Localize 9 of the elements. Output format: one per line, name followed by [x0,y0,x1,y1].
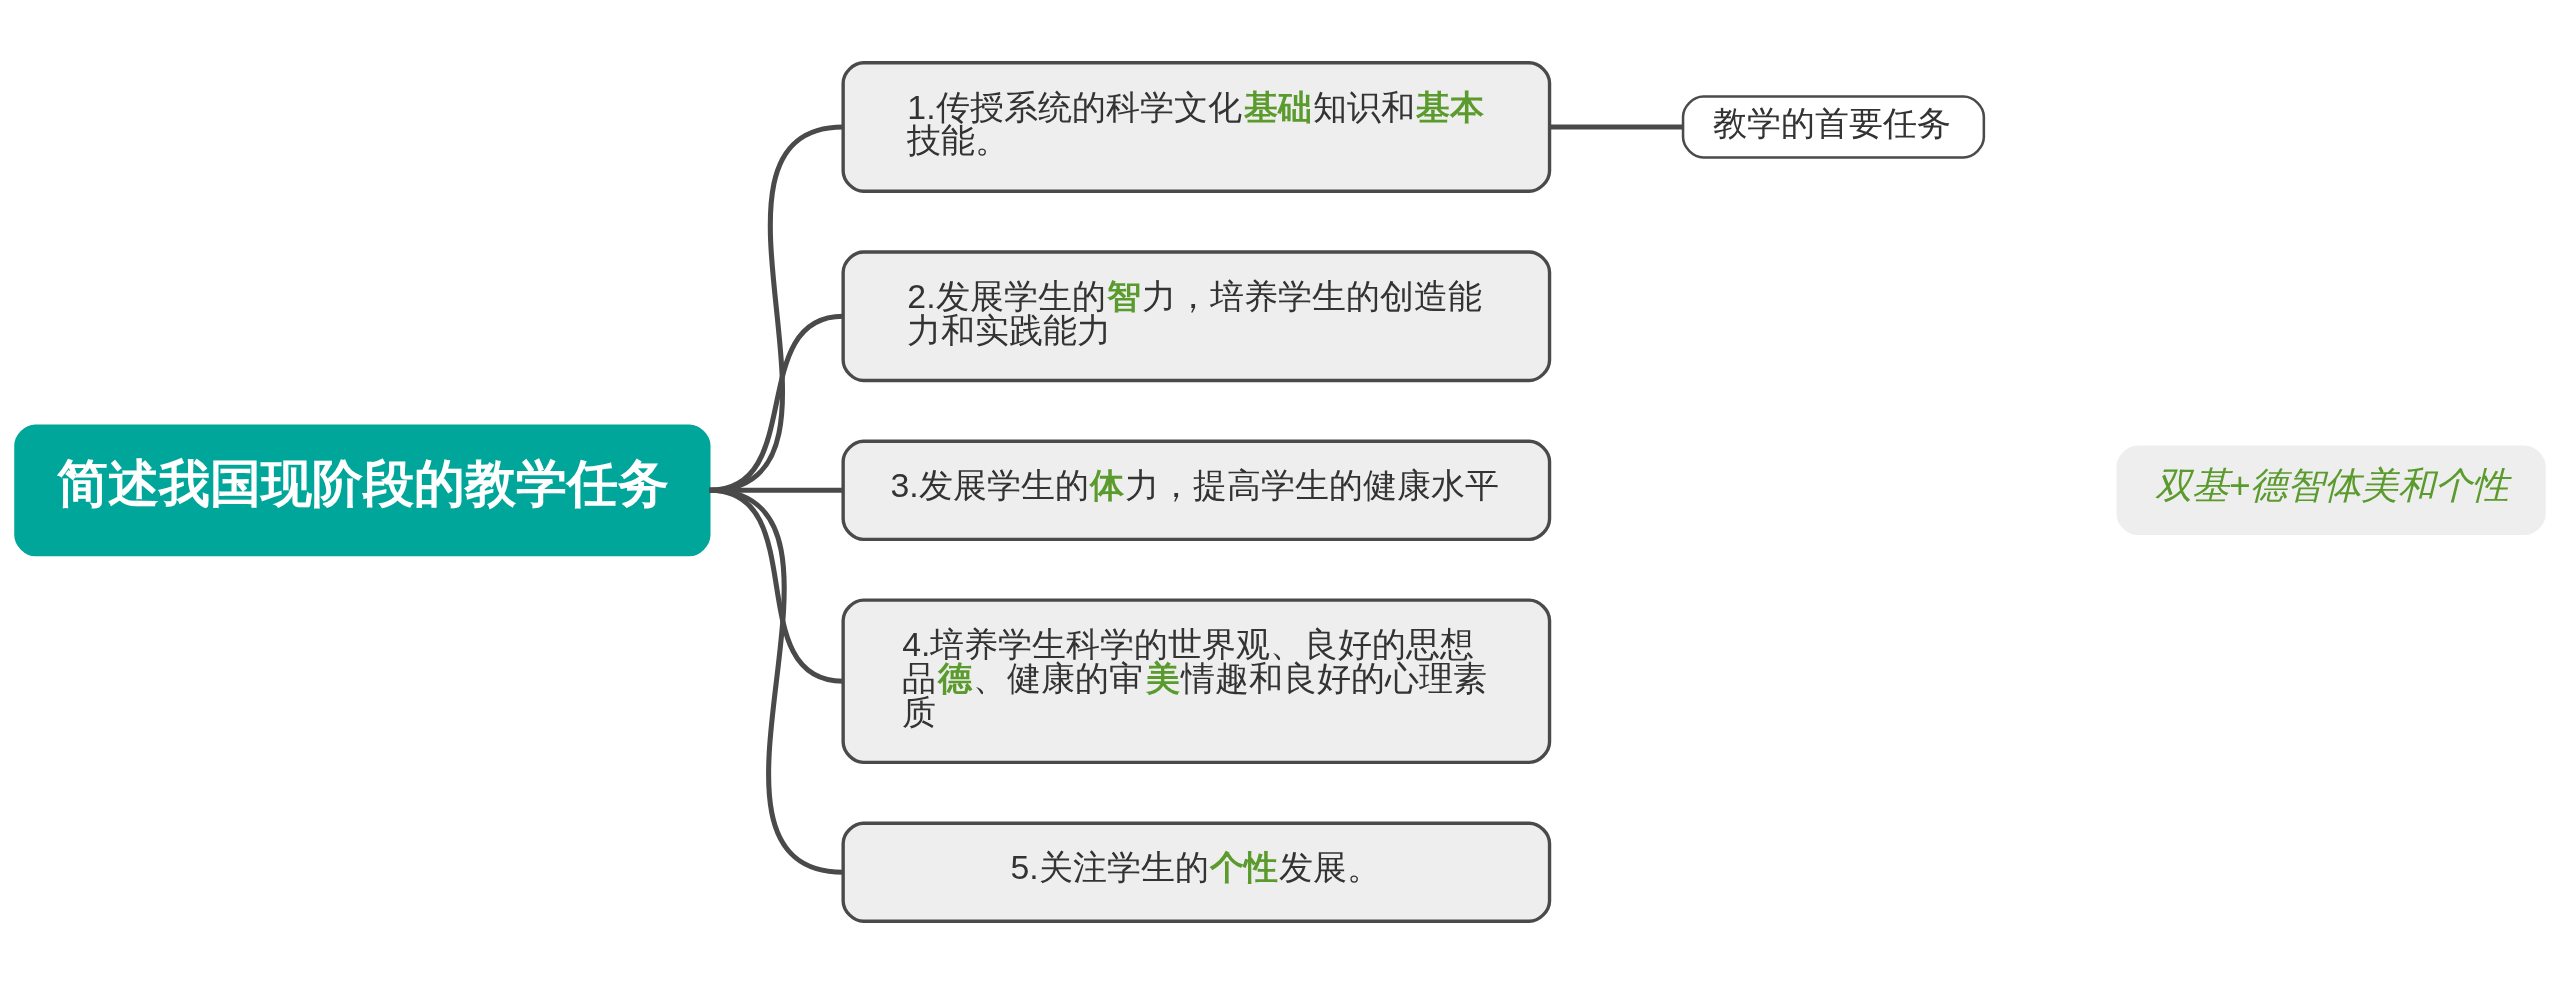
node-box: 3.发展学生的体力，提高学生的健康水平 [841,439,1552,541]
node-box: 2.发展学生的智力，培养学生的创造能力和实践能力 [841,249,1552,382]
connector [709,487,844,875]
node-box: 简述我国现阶段的教学任务 [14,423,711,556]
node-box: 5.关注学生的个性发展。 [841,821,1552,923]
node-box: 教学的首要任务 [1681,94,1986,159]
node-box: 1.传授系统的科学文化基础知识和基本技能。 [841,60,1552,193]
node-box: 4.培养学生科学的世界观、良好的思想品德、健康的审美情趣和良好的心理素质 [841,597,1552,764]
connector [1549,123,1684,129]
